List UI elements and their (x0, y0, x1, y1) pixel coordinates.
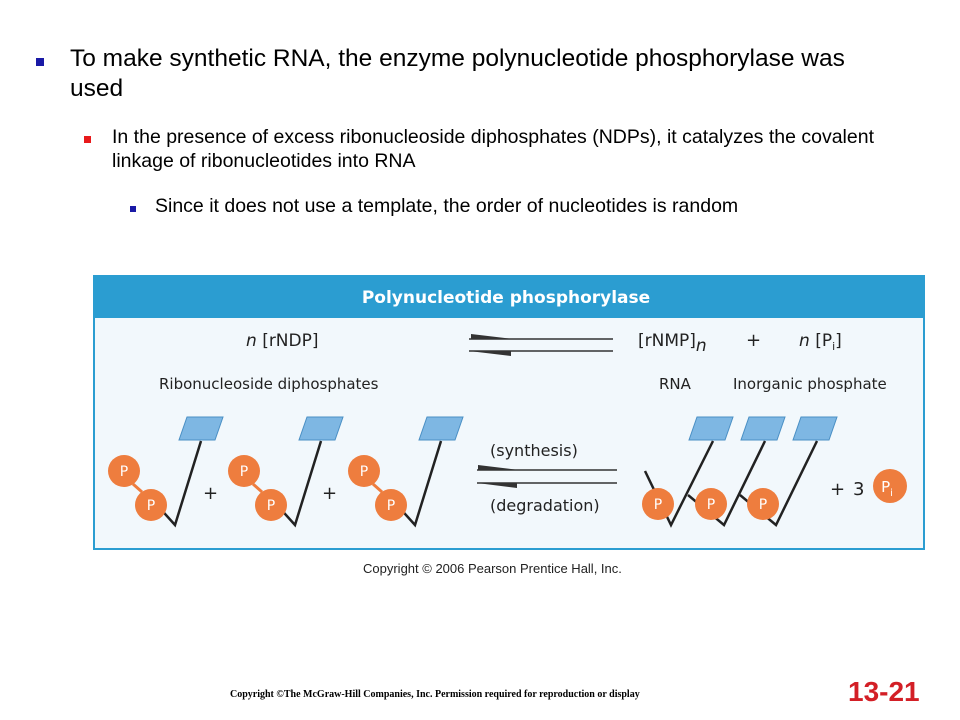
ndp-molecule: P P (108, 416, 224, 528)
svg-text:P: P (759, 497, 767, 513)
svg-text:P: P (654, 497, 662, 513)
synthesis-label: (synthesis) (490, 441, 578, 460)
plus-sign: + (830, 479, 845, 500)
equilibrium-arrows (469, 334, 613, 356)
plus-sign: + (322, 483, 337, 504)
reaction-figure: Polynucleotide phosphorylase n [rNDP] [r… (93, 275, 925, 550)
bullet-marker (36, 58, 44, 66)
bullet-text: To make synthetic RNA, the enzyme polynu… (70, 45, 845, 102)
figure-header (94, 276, 924, 318)
svg-text:Pi: Pi (881, 478, 893, 499)
bullet-marker (84, 136, 91, 143)
plus-sign: + (746, 330, 761, 351)
label-inorganic-phosphate: Inorganic phosphate (733, 375, 887, 393)
footer-copyright: Copyright ©The McGraw-Hill Companies, In… (230, 689, 640, 700)
slide-number: 13-21 (848, 676, 920, 707)
product-rnmp: [rNMP]n (638, 331, 707, 356)
left-reactant: n [rNDP] (246, 331, 319, 351)
ndp-molecule: P P (228, 416, 344, 528)
svg-text:P: P (707, 497, 715, 513)
bullet-text: In the presence of excess ribonucleoside… (112, 126, 874, 172)
svg-text:P: P (387, 498, 395, 514)
label-ribonucleoside-diphosphates: Ribonucleoside diphosphates (159, 375, 379, 393)
product-pi: n [Pi] (799, 331, 842, 353)
svg-text:P: P (240, 464, 248, 480)
synthesis-degradation-arrows (477, 465, 617, 488)
figure-copyright: Copyright © 2006 Pearson Prentice Hall, … (363, 561, 622, 576)
degradation-label: (degradation) (490, 496, 600, 515)
figure-title: Polynucleotide phosphorylase (362, 288, 650, 308)
ndp-molecule: P P (348, 416, 464, 528)
svg-text:P: P (120, 464, 128, 480)
bullet-marker (130, 206, 136, 212)
rna-strand: P P P (642, 416, 838, 528)
pi-coefficient: 3 (853, 479, 864, 500)
svg-text:P: P (360, 464, 368, 480)
svg-text:P: P (147, 498, 155, 514)
label-rna: RNA (659, 375, 692, 393)
inorganic-phosphate-icon: Pi (873, 469, 907, 503)
svg-text:P: P (267, 498, 275, 514)
bullet-text: Since it does not use a template, the or… (155, 195, 739, 217)
plus-sign: + (203, 483, 218, 504)
